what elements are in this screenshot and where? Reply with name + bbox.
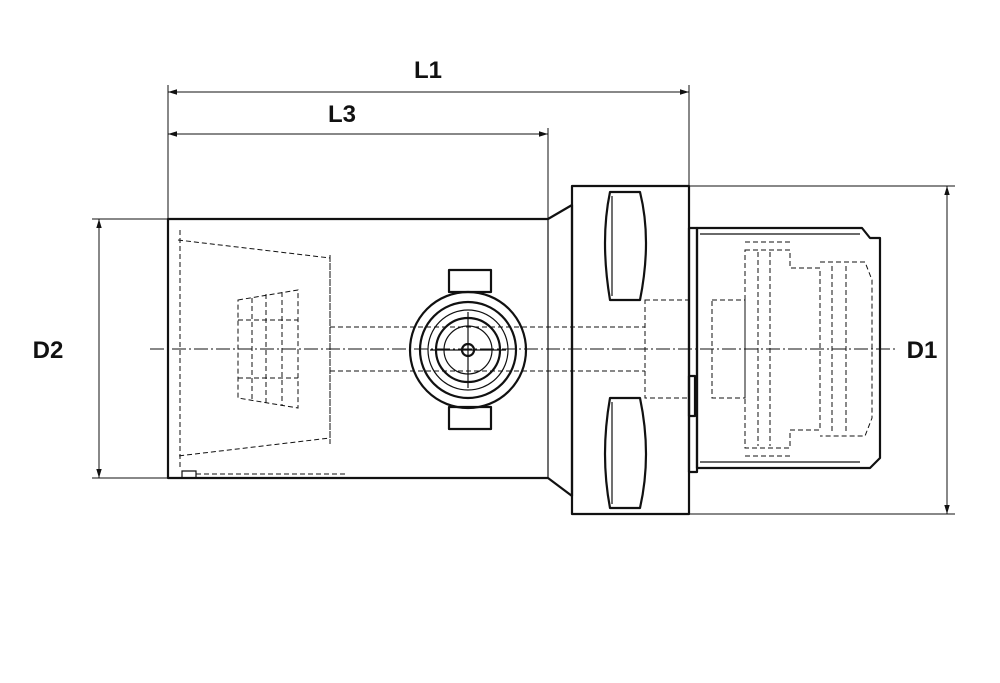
dimension-l1: L1 bbox=[167, 57, 690, 218]
dimension-l3: L3 bbox=[168, 101, 549, 218]
clamp-screw bbox=[408, 268, 528, 431]
dimension-label-l3: L3 bbox=[328, 101, 356, 128]
dimension-d2: D2 bbox=[33, 218, 168, 479]
dimension-d1: D1 bbox=[689, 185, 955, 515]
dimension-label-d2: D2 bbox=[33, 337, 64, 364]
tool-body bbox=[166, 203, 645, 498]
flange bbox=[570, 184, 697, 516]
dimension-label-d1: D1 bbox=[907, 337, 938, 364]
shank bbox=[687, 226, 882, 474]
dimension-label-l1: L1 bbox=[414, 57, 442, 84]
